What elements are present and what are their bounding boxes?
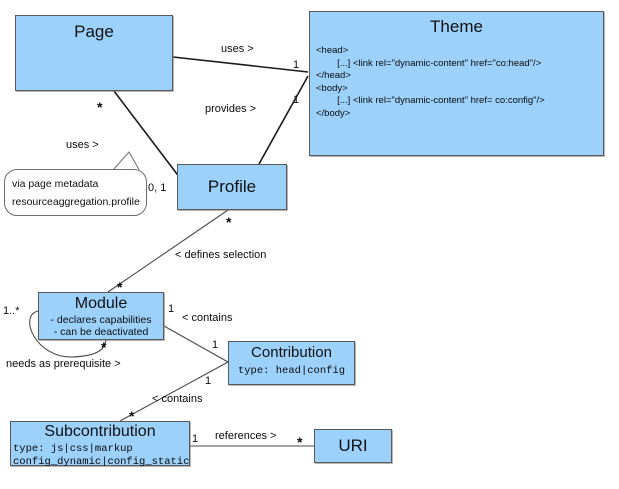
note-line-1: via page metadata	[12, 178, 99, 190]
edge-profile-provides-theme	[258, 75, 309, 165]
class-attr-contribution-type: type: head|config	[237, 365, 346, 377]
mult-module-one-right: 1	[168, 303, 175, 315]
mult-contribution-one-left: 1	[205, 375, 212, 387]
mult-module-star-bottom: *	[101, 339, 107, 355]
note-callout-page-metadata[interactable]: via page metadata resourceaggregation.pr…	[4, 169, 147, 216]
class-box-contribution[interactable]: Contribution type: head|config	[228, 341, 355, 385]
mult-module-one-dot-star: 1..*	[3, 305, 20, 317]
class-attr-subcontribution-type: type: js|css|markup config_dynamic|confi…	[13, 443, 190, 468]
class-name-subcontribution: Subcontribution	[44, 423, 156, 440]
mult-subcontribution-star: *	[129, 408, 135, 424]
class-body-theme: <head> [...] <link rel="dynamic-content"…	[316, 45, 545, 119]
class-box-module[interactable]: Module - declares capabilities - can be …	[38, 292, 164, 340]
note-line-2: resourceaggregation.profile	[12, 196, 140, 208]
edge-module-contains-contribution	[163, 325, 229, 363]
mult-subcontribution-one: 1	[192, 433, 199, 445]
mult-uri-star: *	[297, 434, 303, 450]
edge-label-page-uses-profile: uses >	[66, 139, 99, 151]
class-name-theme: Theme	[430, 17, 483, 36]
mult-profile-star: *	[226, 214, 232, 230]
class-attr-module-capabilities: - declares capabilities	[50, 314, 152, 326]
class-name-profile: Profile	[207, 177, 257, 196]
edge-label-profile-provides-theme: provides >	[205, 103, 257, 115]
mult-module-star-top: *	[117, 279, 123, 295]
edge-contribution-contains-subcontribution	[119, 361, 229, 422]
edge-label-needs-as-prerequisite: needs as prerequisite >	[6, 358, 121, 370]
class-box-profile[interactable]: Profile	[177, 164, 287, 210]
class-attr-module-deactivated: - can be deactivated	[53, 326, 149, 338]
class-box-subcontribution[interactable]: Subcontribution type: js|css|markup conf…	[10, 421, 190, 468]
edge-label-subcontribution-references-uri: references >	[215, 430, 277, 442]
mult-theme-from-page: 1	[293, 59, 300, 71]
mult-contribution-one-top: 1	[212, 339, 219, 351]
class-name-module: Module	[74, 295, 128, 312]
class-box-uri[interactable]: URI	[314, 429, 392, 463]
class-name-uri: URI	[338, 436, 368, 455]
edge-label-defines-selection: < defines selection	[175, 249, 267, 261]
class-name-page: Page	[74, 22, 114, 41]
edge-label-module-contains-contribution: < contains	[182, 312, 233, 324]
mult-theme-from-profile: 1	[293, 94, 300, 106]
class-box-page[interactable]: Page	[15, 15, 173, 91]
edge-page-uses-profile	[113, 90, 181, 179]
mult-profile-zero-one: 0, 1	[148, 182, 167, 194]
class-box-theme[interactable]: Theme <head> [...] <link rel="dynamic-co…	[309, 11, 604, 156]
class-name-contribution: Contribution	[251, 344, 332, 361]
edge-label-contribution-contains-subcontribution: < contains	[152, 393, 203, 405]
edge-page-uses-theme	[172, 56, 309, 73]
edge-label-page-uses-theme: uses >	[221, 43, 254, 55]
mult-page-star: *	[97, 99, 103, 115]
